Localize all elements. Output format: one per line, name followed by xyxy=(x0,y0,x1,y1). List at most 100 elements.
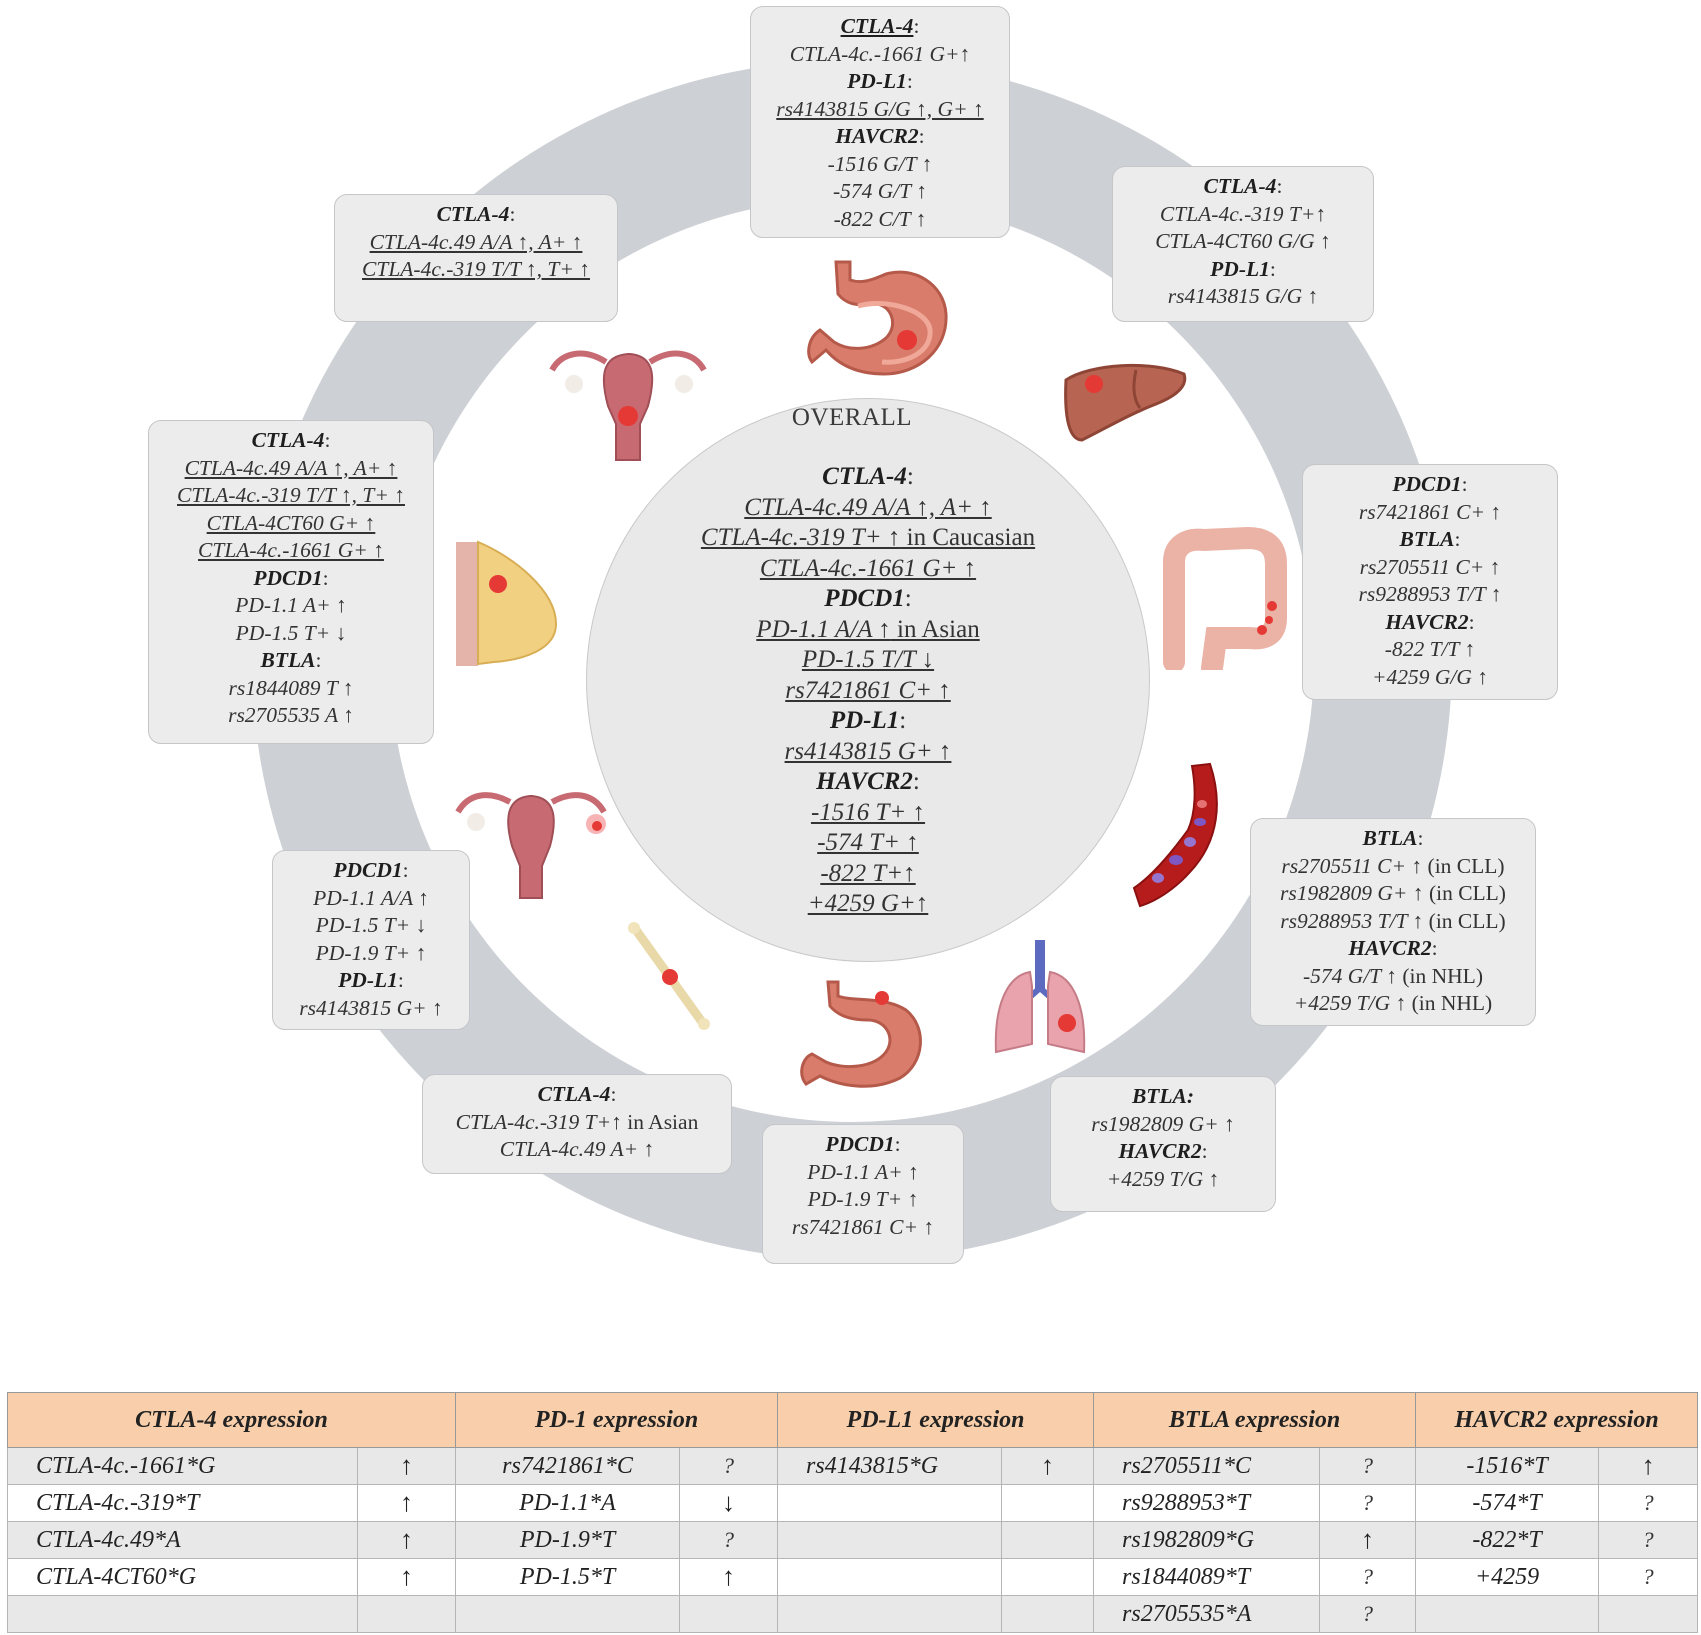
polymorphism-cell xyxy=(455,1595,681,1633)
polymorphism-cell: CTLA-4CT60*G xyxy=(7,1558,358,1596)
polymorphism-text: CTLA-4c.-319 T+↑ xyxy=(1159,201,1327,226)
polymorphism-text: PD-1.5 T+ ↓ xyxy=(315,913,427,937)
expression-effect-cell: ↑ xyxy=(356,1484,457,1522)
expression-effect-cell xyxy=(1001,1595,1095,1633)
expression-effect-cell: ↑ xyxy=(1001,1447,1095,1485)
polymorphism-text: CTLA-4CT60 G/G ↑ xyxy=(1155,229,1331,253)
header-pdl1: PD-L1 expression xyxy=(777,1392,1095,1448)
polymorphism-line: -574 T+ ↑ xyxy=(600,828,1136,859)
gene-name: BTLA xyxy=(260,648,316,672)
polymorphism-line: rs2705511 C+ ↑ xyxy=(1303,554,1557,582)
polymorphism-line: PD-1.1 A/A ↑ in Asian xyxy=(600,615,1136,646)
polymorphism-line: rs9288953 T/T ↑ xyxy=(1303,581,1557,609)
polymorphism-line: rs2705535 A ↑ xyxy=(149,702,433,730)
gene-heading: CTLA-4: xyxy=(251,428,331,452)
expression-effect-cell: ? xyxy=(1319,1447,1417,1485)
uterus-icon xyxy=(549,350,707,461)
gene-heading: PD-L1: xyxy=(1210,256,1276,281)
polymorphism-cell: rs2705535*A xyxy=(1093,1595,1321,1633)
gene-name: BTLA: xyxy=(1131,1084,1195,1108)
polymorphism-cell: rs9288953*T xyxy=(1093,1484,1321,1522)
gene-heading: CTLA-4: xyxy=(840,14,920,38)
expression-effect-cell xyxy=(1001,1484,1095,1522)
stomach-icon xyxy=(807,260,948,376)
expression-effect-cell: ? xyxy=(679,1447,779,1485)
gene-name: PDCD1 xyxy=(1392,472,1462,496)
polymorphism-line: CTLA-4c.49 A/A ↑, A+ ↑ xyxy=(149,455,433,483)
polymorphism-cell: rs2705511*C xyxy=(1093,1447,1321,1485)
gene-name: CTLA-4 xyxy=(1203,174,1277,198)
table-row: CTLA-4c.-1661*G↑rs7421861*C?rs4143815*G↑… xyxy=(7,1447,1699,1485)
overall-circle xyxy=(586,398,1150,962)
gene-name: BTLA xyxy=(1362,826,1418,850)
polymorphism-cell: -822*T xyxy=(1415,1521,1600,1559)
table-row: CTLA-4CT60*G↑PD-1.5*T↑rs1844089*T?+4259? xyxy=(7,1558,1699,1596)
polymorphism-line: rs1844089 T ↑ xyxy=(149,675,433,703)
gene-name: CTLA-4 xyxy=(537,1082,611,1106)
gene-heading: HAVCR2: xyxy=(1385,609,1475,634)
polymorphism-line: CTLA-4c.-319 T/T ↑, T+ ↑ xyxy=(149,482,433,510)
polymorphism-line: -822 T+↑ xyxy=(600,859,1136,890)
bone-icon xyxy=(628,922,710,1030)
polymorphism-line: -822 C/T ↑ xyxy=(751,206,1009,234)
polymorphism-text: PD-1.1 A+ ↑ xyxy=(807,1159,919,1184)
lung-icon xyxy=(994,940,1086,1054)
gene-name: HAVCR2 xyxy=(1348,936,1432,960)
polymorphism-line: rs4143815 G+ ↑ xyxy=(273,995,469,1023)
polymorphism-line: CTLA-4CT60 G/G ↑ xyxy=(1113,228,1373,256)
polymorphism-cell xyxy=(777,1484,1003,1522)
gene-heading: PD-L1: xyxy=(338,968,404,992)
expression-effect-cell: ? xyxy=(1598,1521,1699,1559)
polymorphism-line: +4259 G+↑ xyxy=(600,889,1136,920)
callout-stomach-top: CTLA-4:CTLA-4c.-1661 G+↑PD-L1:rs4143815 … xyxy=(750,6,1010,238)
gene-heading: CTLA-4: xyxy=(822,463,914,490)
polymorphism-line: CTLA-4c.-1661 G+ ↑ xyxy=(149,537,433,565)
gene-name: HAVCR2 xyxy=(1118,1139,1202,1163)
polymorphism-text: CTLA-4c.49 A/A ↑, A+ ↑ xyxy=(184,455,398,480)
gene-name: CTLA-4 xyxy=(436,202,510,226)
gene-heading: BTLA: xyxy=(1399,527,1461,551)
colon-icon xyxy=(1163,526,1287,670)
expression-effect-cell xyxy=(679,1595,779,1633)
polymorphism-text: rs1982809 G+ ↑ xyxy=(1091,1111,1235,1136)
gene-heading: HAVCR2: xyxy=(1118,1139,1208,1163)
polymorphism-line: PD-1.9 T+ ↑ xyxy=(763,1186,963,1214)
polymorphism-line: rs7421861 C+ ↑ xyxy=(763,1214,963,1242)
blood-vessel-icon xyxy=(1132,762,1218,908)
polymorphism-line: rs7421861 C+ ↑ xyxy=(1303,499,1557,527)
polymorphism-text: CTLA-4c.49 A/A ↑, A+ ↑ xyxy=(744,493,992,521)
polymorphism-line: CTLA-4c.49 A/A ↑, A+ ↑ xyxy=(600,493,1136,524)
polymorphism-text: rs1982809 G+ ↑ xyxy=(1280,881,1424,905)
polymorphism-cell: +4259 xyxy=(1415,1558,1600,1596)
polymorphism-text: -574 T+ ↑ xyxy=(817,829,919,856)
polymorphism-line: PD-1.5 T/T ↓ xyxy=(600,645,1136,676)
polymorphism-text: PD-1.1 A+ ↑ xyxy=(235,593,347,617)
polymorphism-cell: rs1844089*T xyxy=(1093,1558,1321,1596)
header-havcr2: HAVCR2 expression xyxy=(1415,1392,1699,1448)
polymorphism-text: CTLA-4c.-1661 G+ ↑ xyxy=(759,554,977,582)
polymorphism-line: -574 G/T ↑ xyxy=(751,178,1009,206)
gene-heading: HAVCR2: xyxy=(816,768,920,795)
population-note: in Asian xyxy=(890,615,980,643)
polymorphism-line: rs4143815 G/G ↑, G+ ↑ xyxy=(751,96,1009,124)
population-note: in Caucasian xyxy=(900,524,1036,551)
polymorphism-text: CTLA-4c.-319 T/T ↑, T+ ↑ xyxy=(177,483,405,507)
gene-heading: PD-L1: xyxy=(829,707,907,734)
population-note: (in CLL) xyxy=(1422,853,1505,878)
expression-effect-cell: ↑ xyxy=(356,1521,457,1559)
callout-lung: BTLA: rs1982809 G+ ↑ HAVCR2: +4259 T/G ↑ xyxy=(1050,1076,1276,1212)
gene-heading: HAVCR2: xyxy=(835,124,925,148)
polymorphism-text: rs9288953 T/T ↑ xyxy=(1358,582,1502,606)
polymorphism-text: rs9288953 T/T ↑ xyxy=(1280,908,1424,933)
polymorphism-line: +4259 T/G ↑ xyxy=(1051,1166,1275,1194)
polymorphism-line: CTLA-4c.-319 T+↑ in Asian xyxy=(423,1109,731,1137)
polymorphism-line: rs9288953 T/T ↑ (in CLL) xyxy=(1251,908,1535,936)
callout-breast: CTLA-4: CTLA-4c.49 A/A ↑, A+ ↑ CTLA-4c.-31… xyxy=(148,420,434,744)
polymorphism-text: rs7421861 C+ ↑ xyxy=(785,676,951,704)
overall-list: CTLA-4: CTLA-4c.49 A/A ↑, A+ ↑ CTLA-4c.-31… xyxy=(600,462,1136,920)
polymorphism-text: CTLA-4c.-319 T+ ↑ xyxy=(700,524,901,551)
expression-effect-cell xyxy=(1598,1595,1699,1633)
gene-heading: PD-L1: xyxy=(847,69,913,93)
polymorphism-line: CTLA-4c.49 A+ ↑ xyxy=(423,1136,731,1164)
